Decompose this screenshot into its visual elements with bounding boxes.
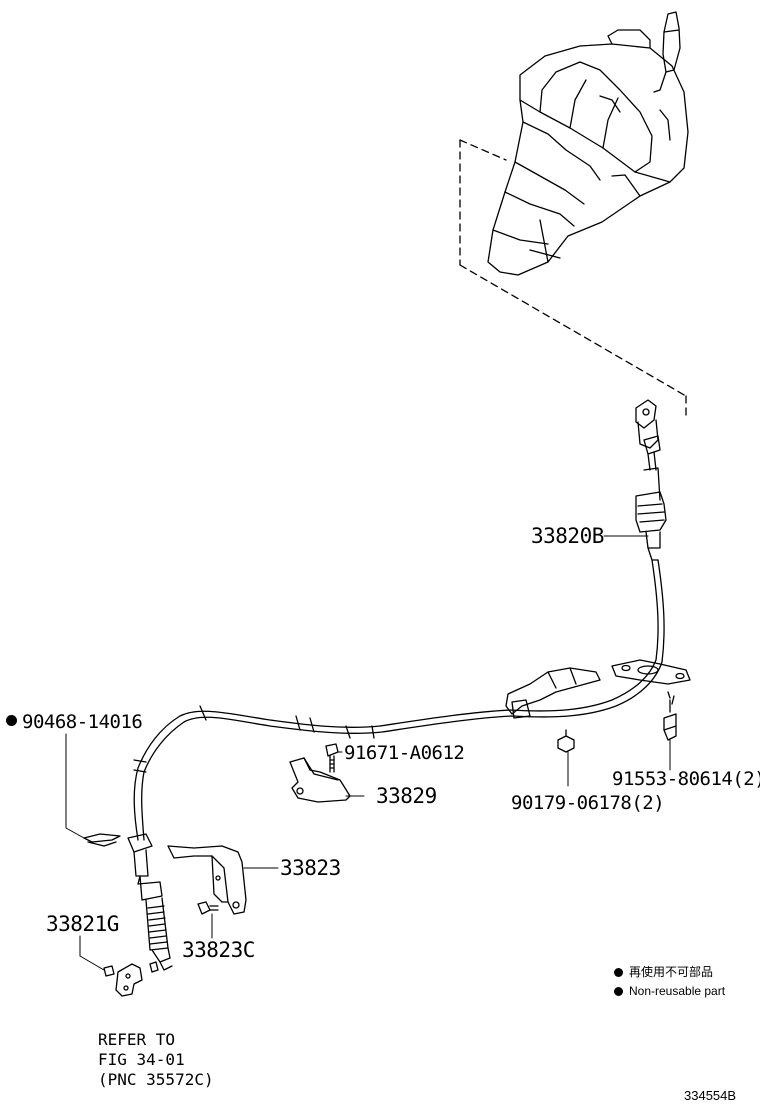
non-reusable-dot-icon — [6, 715, 17, 726]
refer-line-2: FIG 34-01 — [98, 1050, 185, 1069]
bolt-91671 — [325, 743, 339, 773]
legend-dot-icon — [614, 987, 623, 997]
cable-bracket — [505, 667, 601, 719]
diagram-code: 334554B — [684, 1088, 737, 1103]
part-label-33823c: 33823C — [182, 938, 255, 962]
dashed-reference — [459, 139, 687, 421]
shift-lever-assembly — [487, 11, 689, 276]
mounting-plate — [611, 659, 691, 685]
bolt-33823c — [197, 901, 219, 915]
part-label-90468: 90468-14016 — [6, 711, 143, 733]
bracket-33829 — [289, 757, 351, 803]
clip-90468 — [83, 833, 121, 847]
part-label-33820b: 33820B — [531, 524, 604, 548]
part-label-91671: 91671-A0612 — [344, 742, 465, 764]
part-label-90179: 90179-06178(2) — [511, 792, 665, 814]
shift-cable — [133, 559, 665, 841]
part-label-91553: 91553-80614(2) — [612, 768, 760, 790]
refer-line-3: (PNC 35572C) — [98, 1070, 214, 1089]
legend-jp-text: 再使用不可部品 — [629, 965, 714, 979]
legend-en-text: Non-reusable part — [629, 984, 726, 998]
part-label-33829: 33829 — [376, 784, 437, 808]
bracket-33821g — [103, 963, 143, 997]
part-label-33823: 33823 — [280, 856, 341, 880]
refer-note: REFER TO FIG 34-01 (PNC 35572C) — [98, 1030, 214, 1090]
cable-lower-end — [127, 833, 173, 973]
legend-jp: 再使用不可部品 — [614, 966, 713, 978]
bolt-91553 — [663, 691, 677, 741]
legend-en: Non-reusable part — [614, 985, 725, 997]
part-label-33821g: 33821G — [46, 912, 119, 936]
nut-90179 — [557, 729, 575, 753]
leader-lines — [65, 535, 671, 971]
bracket-33823 — [167, 845, 247, 915]
legend-dot-icon — [614, 968, 623, 978]
part-label-90468-text: 90468-14016 — [22, 711, 143, 733]
refer-line-1: REFER TO — [98, 1030, 176, 1049]
